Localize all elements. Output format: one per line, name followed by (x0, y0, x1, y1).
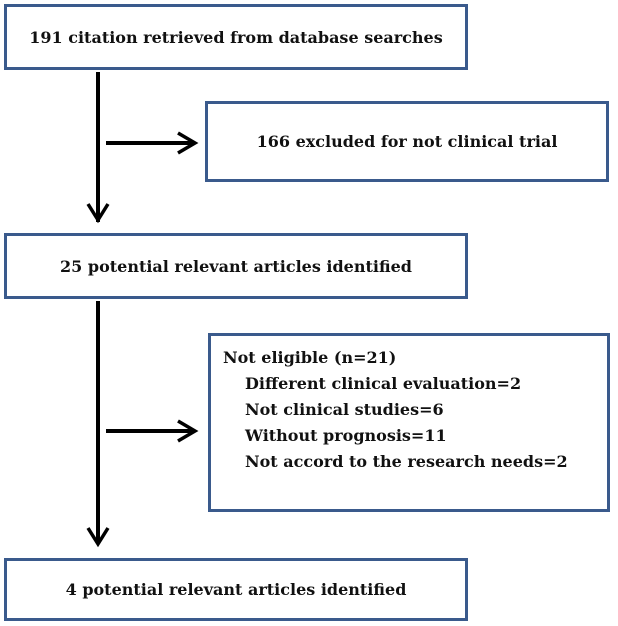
box-potential-relevant-25-text: 25 potential relevant articles identifie… (60, 256, 412, 276)
box-records-retrieved-text: 191 citation retrieved from database sea… (29, 27, 443, 47)
box-records-retrieved: 191 citation retrieved from database sea… (4, 4, 468, 70)
arrowhead-right-1 (177, 131, 199, 155)
box-not-eligible: Not eligible (n=21) Different clinical e… (208, 333, 610, 512)
arrowhead-down-2 (86, 527, 110, 548)
not-eligible-item: Not clinical studies=6 (245, 400, 444, 419)
not-eligible-item: Without prognosis=11 (245, 426, 447, 445)
not-eligible-item: Not accord to the research needs=2 (245, 452, 568, 471)
box-excluded: 166 excluded for not clinical trial (205, 101, 609, 182)
box-potential-relevant-4: 4 potential relevant articles identified (4, 558, 468, 621)
not-eligible-title: Not eligible (n=21) (223, 348, 397, 367)
arrowhead-down-1 (86, 203, 110, 224)
arrowhead-right-2 (177, 419, 199, 443)
box-potential-relevant-4-text: 4 potential relevant articles identified (65, 580, 407, 599)
box-potential-relevant-25: 25 potential relevant articles identifie… (4, 233, 468, 299)
not-eligible-list: Different clinical evaluation=2 Not clin… (223, 371, 607, 475)
box-excluded-text: 166 excluded for not clinical trial (256, 132, 558, 151)
not-eligible-item: Different clinical evaluation=2 (245, 374, 522, 393)
